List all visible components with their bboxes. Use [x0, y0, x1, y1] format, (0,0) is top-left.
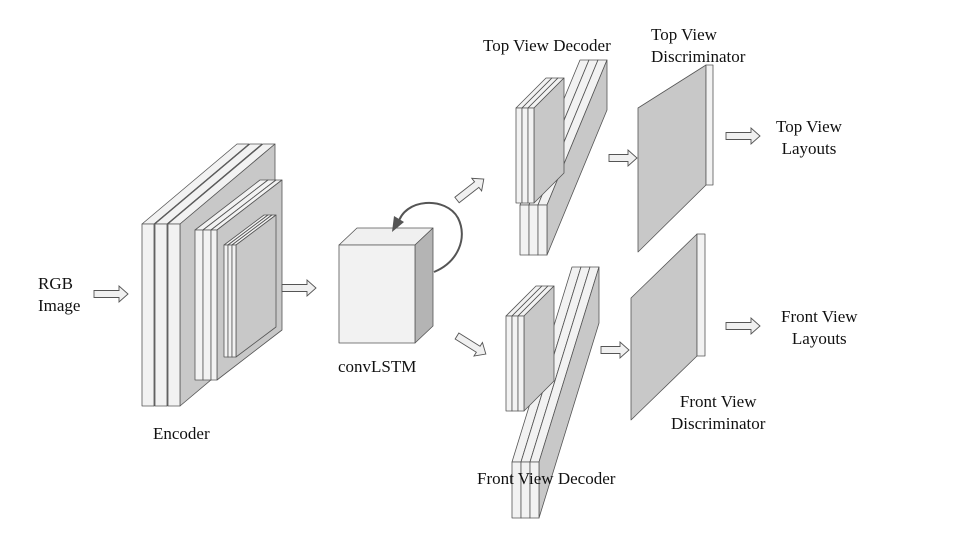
convlstm-label: convLSTM: [338, 357, 417, 376]
top-decoder-back-2-front: [528, 204, 539, 256]
recurrent-loop-arrowhead: [392, 216, 404, 232]
top-output-arrow: [725, 126, 761, 146]
top-discriminator-face: [637, 64, 707, 253]
front-decoder-inner-3-front: [517, 315, 525, 412]
top-decoder-inner-1-front: [515, 107, 523, 204]
front-decoder-label: Front View Decoder: [477, 469, 616, 488]
encoder-layer-7-front: [223, 244, 229, 358]
encoder-layer-1-front: [141, 223, 155, 407]
convlstm-cube-side: [414, 227, 434, 344]
encoder-layer-2-front: [154, 223, 168, 407]
encoder-layer-4-front: [194, 229, 204, 381]
top-decoder-inner-2-front: [521, 107, 529, 204]
encoder-layer-8-front: [227, 244, 233, 358]
lstm-to-front-decoder-arrow: [454, 332, 487, 357]
front-decoder-to-discriminator-arrow: [600, 340, 630, 360]
encoder-layer-5-front: [202, 229, 212, 381]
front-discriminator-edge: [696, 233, 706, 357]
convlstm-cube-front: [338, 244, 416, 344]
front-output-arrow: [725, 316, 761, 336]
top-discriminator-edge: [705, 64, 714, 186]
input-label: RGB Image: [38, 274, 81, 315]
encoder-label: Encoder: [153, 424, 210, 443]
top-decoder-inner-3-front: [527, 107, 535, 204]
lstm-to-top-decoder-arrow: [454, 177, 485, 204]
top-decoder-back-3-front: [537, 204, 548, 256]
encoder-layer-9-front: [231, 244, 237, 358]
front-decoder-back-3-front: [529, 461, 540, 519]
encoder-layer-6-front: [210, 229, 218, 381]
encoder-to-lstm-arrow: [281, 278, 317, 298]
top-decoder-back-1-front: [519, 204, 530, 256]
top-discriminator-label: Top View Discriminator: [651, 25, 746, 66]
top-output-label: Top View Layouts: [776, 117, 842, 158]
top-decoder-label: Top View Decoder: [483, 36, 611, 55]
top-decoder-to-discriminator-arrow: [608, 148, 638, 168]
encoder-layer-3-front: [167, 223, 181, 407]
input-arrow: [93, 284, 129, 304]
front-decoder-inner-2-front: [511, 315, 519, 412]
front-discriminator-label: Front View Discriminator: [671, 392, 766, 433]
front-output-label: Front View Layouts: [781, 307, 858, 348]
front-decoder-inner-1-front: [505, 315, 513, 412]
recurrent-loop-arrow: [397, 202, 463, 273]
